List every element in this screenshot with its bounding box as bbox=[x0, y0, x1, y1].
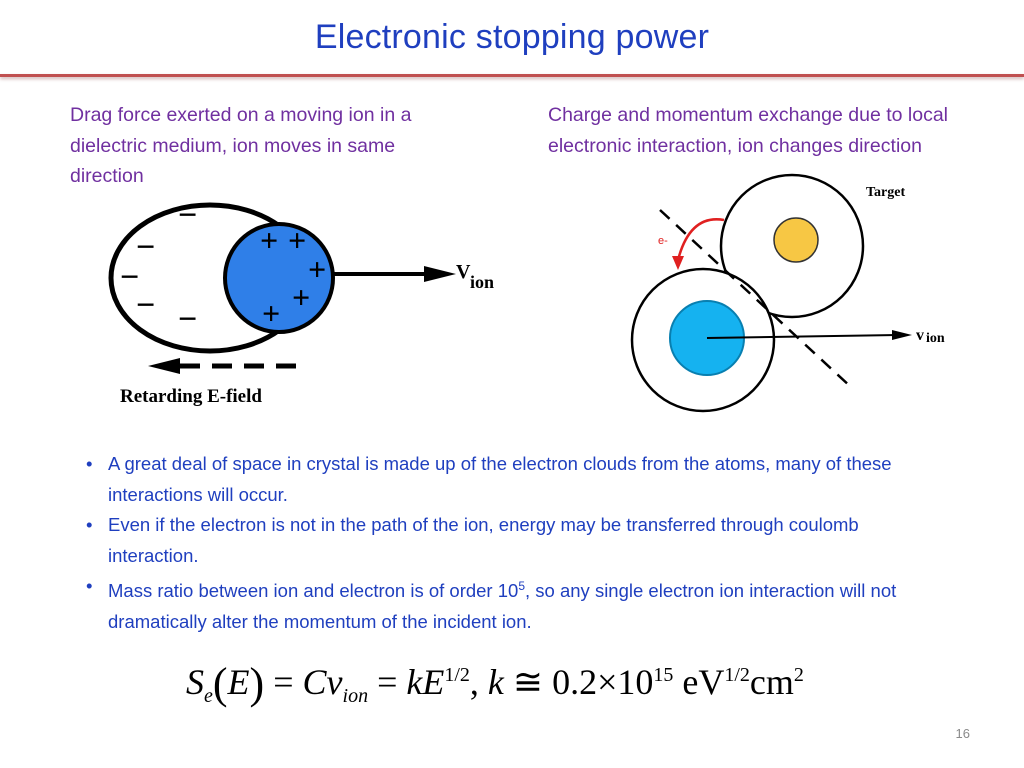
minus-charge: − bbox=[120, 259, 139, 296]
velocity-label: v bbox=[916, 327, 924, 344]
target-nucleus bbox=[773, 217, 819, 263]
bullet-text: Even if the electron is not in the path … bbox=[108, 514, 859, 566]
bullet-text: A great deal of space in crystal is made… bbox=[108, 453, 892, 505]
bullet-item: • A great deal of space in crystal is ma… bbox=[86, 449, 946, 510]
left-caption: Drag force exerted on a moving ion in a … bbox=[70, 104, 412, 187]
electron-label: e- bbox=[658, 235, 668, 247]
minus-charge: − bbox=[178, 197, 197, 234]
stopping-power-equation: Se(E) = Cvion = kE1/2, k ≅ 0.2×1015 eV1/… bbox=[186, 659, 804, 708]
bullet-list: • A great deal of space in crystal is ma… bbox=[86, 449, 946, 637]
bullet-marker: • bbox=[86, 514, 93, 535]
electron-path bbox=[676, 218, 725, 261]
field-label: Retarding E-field bbox=[120, 386, 262, 407]
minus-charge: − bbox=[136, 229, 155, 266]
ion-trajectory bbox=[706, 334, 899, 339]
plus-charge: + bbox=[262, 295, 280, 331]
field-arrowhead bbox=[148, 358, 180, 374]
slide-title: Electronic stopping power bbox=[314, 18, 710, 56]
title-divider bbox=[0, 74, 1024, 77]
velocity-subscript: ion bbox=[470, 272, 494, 292]
drag-force-diagram: − − − − − + + + + + V ion Retarding E-fi… bbox=[108, 197, 494, 407]
plus-charge: + bbox=[288, 222, 306, 258]
target-label: Target bbox=[866, 185, 905, 200]
bullet-marker: • bbox=[86, 453, 93, 474]
electron-path-arrowhead bbox=[672, 256, 684, 270]
bullet-item: • Mass ratio between ion and electron is… bbox=[86, 571, 946, 637]
collision-diagram: e- Target v ion bbox=[630, 173, 945, 413]
right-caption: Charge and momentum exchange due to loca… bbox=[548, 104, 948, 157]
slide-number: 16 bbox=[955, 726, 970, 741]
bullet-text: Mass ratio between ion and electron is o… bbox=[108, 579, 897, 632]
velocity-arrowhead bbox=[424, 266, 456, 282]
exponent: 5 bbox=[518, 579, 526, 593]
minus-charge: − bbox=[178, 301, 197, 338]
ion-trajectory-arrowhead bbox=[892, 330, 912, 340]
plus-charge: + bbox=[260, 222, 278, 258]
minus-charge: − bbox=[136, 287, 155, 324]
velocity-subscript: ion bbox=[926, 331, 945, 346]
velocity-label: V bbox=[456, 261, 471, 283]
plus-charge: + bbox=[292, 279, 310, 315]
plus-charge: + bbox=[308, 251, 326, 287]
bullet-marker: • bbox=[86, 575, 93, 596]
bullet-item: • Even if the electron is not in the pat… bbox=[86, 510, 946, 571]
ion-sphere bbox=[223, 222, 335, 334]
